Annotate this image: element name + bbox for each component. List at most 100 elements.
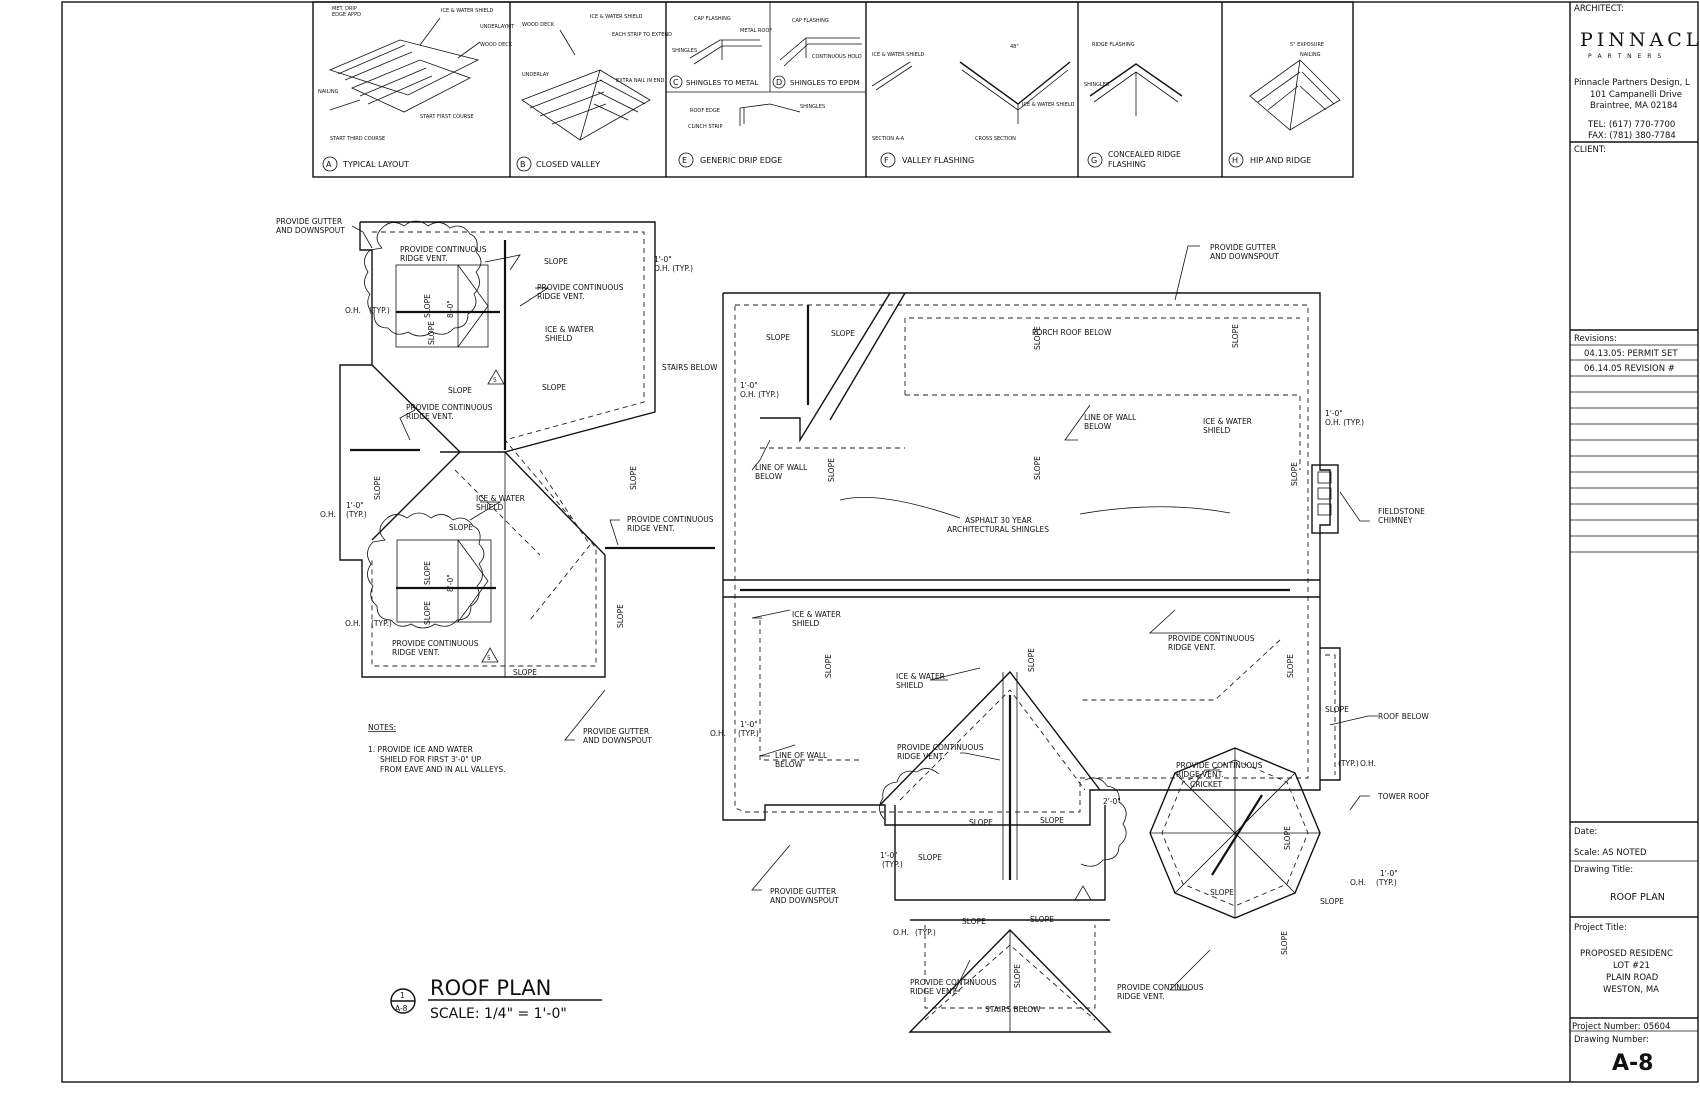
architect-label: ARCHITECT:: [1574, 4, 1624, 14]
revision-2: 06.14.05 REVISION #: [1584, 364, 1675, 374]
svg-text:ICE & WATER SHIELD: ICE & WATER SHIELD: [590, 14, 643, 20]
slope-5: SLOPE: [513, 668, 537, 677]
svg-text:WOOD DECK: WOOD DECK: [522, 22, 555, 28]
slope-v10: SLOPE: [827, 458, 836, 482]
svg-text:48": 48": [1010, 44, 1019, 50]
ridge-label-8: PROVIDE CONTINUOUS: [1176, 761, 1263, 770]
slope-9: SLOPE: [1040, 816, 1064, 825]
svg-text:START FIRST COURSE: START FIRST COURSE: [420, 114, 474, 120]
firm-logo: PINNACLE: [1580, 29, 1700, 51]
slope-v4: SLOPE: [423, 561, 432, 585]
svg-text:SHINGLES: SHINGLES: [800, 104, 825, 110]
client-label: CLIENT:: [1574, 145, 1606, 155]
plan-title-sheet: A-8: [395, 1004, 408, 1013]
sheet-border: [61, 1, 1699, 1083]
svg-text:SHIELD: SHIELD: [792, 619, 820, 628]
ridge-label-10: PROVIDE CONTINUOUS: [1117, 983, 1204, 992]
revisions-label: Revisions:: [1574, 334, 1617, 344]
svg-text:RIDGE VENT.: RIDGE VENT.: [537, 292, 585, 301]
dim-8ft-2: 8'-0": [446, 574, 455, 592]
svg-text:EXTRA NAIL IN END: EXTRA NAIL IN END: [616, 78, 665, 84]
svg-text:(TYP.): (TYP.): [1376, 878, 1397, 887]
project-title-2: LOT #21: [1613, 961, 1650, 971]
note-1-line-2: SHIELD FOR FIRST 3'-0" UP: [380, 755, 482, 764]
notes: NOTES: 1. PROVIDE ICE AND WATER SHIELD F…: [368, 723, 506, 774]
detail-label-a: A TYPICAL LAYOUT: [322, 156, 409, 172]
ridge-label-9: PROVIDE CONTINUOUS: [910, 978, 997, 987]
scale-text: Scale: AS NOTED: [1574, 848, 1647, 858]
ridge-label-7: PROVIDE CONTINUOUS: [897, 743, 984, 752]
detail-c-sketch: CAP FLASHING METAL ROOF SHINGLES: [672, 16, 772, 65]
svg-text:5" EXPOSURE: 5" EXPOSURE: [1290, 42, 1324, 48]
slope-v12: SLOPE: [1290, 462, 1299, 486]
svg-text:RIDGE VENT.: RIDGE VENT.: [400, 254, 448, 263]
project-title-4: WESTON, MA: [1603, 985, 1659, 995]
line-of-wall-2: LINE OF WALL: [755, 463, 808, 472]
svg-text:RIDGE VENT.: RIDGE VENT.: [897, 752, 945, 761]
ice-label-5: ICE & WATER: [896, 672, 945, 681]
svg-text:B: B: [520, 160, 526, 169]
svg-text:(TYP.): (TYP.): [346, 510, 367, 519]
drawing-number-label: Drawing Number:: [1574, 1035, 1649, 1045]
svg-text:E: E: [682, 156, 687, 165]
ridge-label-6: PROVIDE CONTINUOUS: [1168, 634, 1255, 643]
oh-2: O.H.: [320, 510, 336, 519]
slope-v9: SLOPE: [1231, 324, 1240, 348]
svg-text:START THIRD COURSE: START THIRD COURSE: [330, 136, 385, 142]
slope-13: SLOPE: [1210, 888, 1234, 897]
svg-text:RIDGE VENT.: RIDGE VENT.: [1117, 992, 1165, 1001]
title-block: ARCHITECT: PINNACLE P A R T N E R S Pinn…: [1569, 2, 1700, 1082]
plan-title-text: ROOF PLAN: [430, 976, 551, 1000]
svg-text:H: H: [1232, 156, 1238, 165]
slope-v17: SLOPE: [1283, 826, 1292, 850]
slope-v1: SLOPE: [423, 294, 432, 318]
stairs-below-2: STAIRS BELOW: [985, 1005, 1041, 1014]
ridge-label-4: PROVIDE CONTINUOUS: [627, 515, 714, 524]
svg-text:SHIELD: SHIELD: [476, 503, 504, 512]
svg-text:EDGE APPD: EDGE APPD: [332, 12, 361, 18]
svg-text:CONTINUOUS HOLD: CONTINUOUS HOLD: [812, 54, 862, 60]
svg-text:AND DOWNSPOUT: AND DOWNSPOUT: [583, 736, 652, 745]
left-wing-outline: [339, 221, 656, 678]
slope-v3: SLOPE: [373, 476, 382, 500]
slope-4: SLOPE: [449, 523, 473, 532]
upper-left-dormer: [364, 220, 500, 348]
detail-label-c: C SHINGLES TO METAL: [669, 75, 758, 89]
svg-text:RIDGE FLASHING: RIDGE FLASHING: [1092, 42, 1135, 48]
slope-v7: SLOPE: [616, 604, 625, 628]
porch-roof-below: PORCH ROOF BELOW: [1032, 328, 1112, 337]
svg-text:O.H.: O.H.: [710, 729, 726, 738]
gutter-label-tr: PROVIDE GUTTER: [1210, 243, 1276, 252]
dim-8ft-1: 8'-0": [446, 300, 455, 318]
line-of-wall-1: LINE OF WALL: [1084, 413, 1137, 422]
svg-text:CLOSED VALLEY: CLOSED VALLEY: [536, 160, 600, 169]
detail-h-sketch: 5" EXPOSURE NAILING: [1249, 42, 1341, 131]
svg-text:ICE & WATER SHIELD: ICE & WATER SHIELD: [872, 52, 925, 58]
gutter-label-bl: PROVIDE GUTTER: [583, 727, 649, 736]
firm-address-3: Braintree, MA 02184: [1590, 101, 1678, 111]
notes-heading: NOTES:: [368, 723, 396, 732]
slope-v5: SLOPE: [423, 601, 432, 625]
ice-label-1: ICE & WATER: [545, 325, 594, 334]
svg-text:CAP FLASHING: CAP FLASHING: [694, 16, 731, 22]
svg-text:WOOD DECK: WOOD DECK: [480, 42, 513, 48]
svg-text:AND DOWNSPOUT: AND DOWNSPOUT: [770, 896, 839, 905]
ridge-label-3: PROVIDE CONTINUOUS: [406, 403, 493, 412]
oh-11: O.H.: [1350, 878, 1366, 887]
svg-text:ROOF EDGE: ROOF EDGE: [690, 108, 720, 114]
svg-text:SHINGLES TO METAL: SHINGLES TO METAL: [686, 79, 758, 87]
slope-10: SLOPE: [918, 853, 942, 862]
svg-text:(TYP.): (TYP.): [738, 729, 759, 738]
detail-d-sketch: CAP FLASHING CONTINUOUS HOLD: [779, 18, 862, 67]
svg-text:SHINGLES TO EPDM: SHINGLES TO EPDM: [790, 79, 860, 87]
svg-text:CROSS SECTION: CROSS SECTION: [975, 136, 1016, 142]
svg-text:SHIELD: SHIELD: [545, 334, 573, 343]
svg-text:SHIELD: SHIELD: [896, 681, 924, 690]
detail-b-sketch: WOOD DECK ICE & WATER SHIELD EACH STRIP …: [521, 14, 672, 141]
project-title-label: Project Title:: [1574, 923, 1627, 933]
svg-text:RIDGE VENT.: RIDGE VENT.: [1168, 643, 1216, 652]
svg-text:HIP AND RIDGE: HIP AND RIDGE: [1250, 156, 1311, 165]
ice-label-4: ICE & WATER: [792, 610, 841, 619]
slope-v14: SLOPE: [1027, 648, 1036, 672]
